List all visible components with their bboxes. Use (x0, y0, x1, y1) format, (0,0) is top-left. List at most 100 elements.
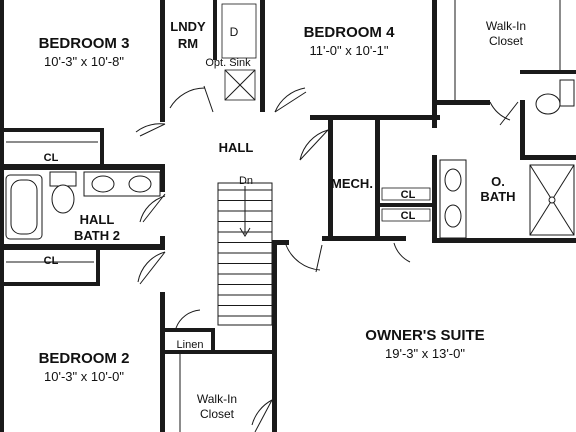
exterior-wall-left (0, 0, 4, 432)
doors (135, 85, 519, 432)
hallbath-label-1: HALL (80, 212, 115, 227)
door-leaf-walkin (254, 399, 273, 432)
walkin-bottom-label-1: Walk-In (197, 392, 237, 406)
hall-bath-toilet-tank (49, 171, 77, 187)
wall-cl2-bottom (0, 282, 100, 286)
door-swing-mech (299, 129, 329, 161)
wall-bath-north (0, 164, 165, 170)
staircase (217, 182, 273, 326)
wall-linen-bottom (165, 350, 277, 354)
wall-linen-east (211, 328, 215, 354)
bedroom2-dims: 10'-3" x 10'-0" (44, 369, 124, 384)
walkin-bottom-label-2: Closet (200, 407, 235, 421)
hall-bath-tub-inner (10, 179, 38, 235)
stair-outline (217, 182, 273, 326)
door-swing-obath (489, 101, 511, 121)
door-swing-bedroom2 (137, 251, 166, 283)
cl4-label: CL (401, 210, 416, 222)
wall-laundry-west (213, 0, 217, 60)
wall-cl-bottom (378, 236, 406, 241)
door-swing-bedroom3 (135, 123, 166, 133)
door-leaf-bedroom2 (139, 251, 166, 285)
hallbath-label-2: BATH 2 (74, 228, 120, 243)
obath-toilet-tank (559, 79, 575, 107)
bedroom4-dims: 11'-0" x 10'-1" (310, 43, 389, 58)
mech-name: MECH. (331, 176, 373, 191)
wall-obath-south (432, 238, 576, 243)
walkin-top-label-1: Walk-In (486, 19, 526, 33)
obath-sink-2 (444, 204, 462, 228)
obath-sink-1 (444, 168, 462, 192)
wall-stair-corner (277, 240, 289, 245)
door-leaf-obath (499, 101, 519, 126)
obath-toilet (535, 93, 561, 115)
wall-cl2-east (96, 250, 100, 286)
wall-mech-east (375, 120, 380, 240)
wall-cl-mid (378, 203, 436, 207)
door-leaf-laundry (203, 85, 214, 113)
bath-fixtures (5, 79, 575, 240)
owners-suite-name: OWNER'S SUITE (365, 327, 484, 344)
hall-bath-sink-1 (91, 175, 115, 193)
door-swing-owners (285, 244, 321, 271)
owners-suite-dims: 19'-3" x 13'-0" (385, 346, 465, 361)
sink-label: Opt. Sink (205, 57, 251, 69)
cl2-label: CL (44, 255, 59, 267)
door-leaf-owners (315, 244, 323, 273)
cl1-label: CL (44, 152, 59, 164)
laundry-dryer (221, 3, 257, 59)
cl3-label: CL (401, 189, 416, 201)
wall-mech-west (328, 115, 333, 240)
stairs-direction: Dn (239, 175, 253, 187)
wall-bath-east-b (160, 236, 165, 250)
door-swing-cl (393, 242, 411, 263)
shower-drain (548, 196, 556, 204)
bedroom4-name: BEDROOM 4 (304, 24, 396, 41)
hall-bath-toilet (51, 184, 75, 214)
door-leaf-hall-bath (142, 193, 166, 223)
wall-closet-south (520, 70, 576, 74)
door-leaf-bedroom4 (274, 91, 307, 113)
wall-cl1-east (100, 128, 104, 168)
sink-diag-2 (224, 69, 256, 101)
wall-bedroom4-east (432, 0, 437, 128)
wall-cl-east (432, 155, 437, 243)
labels: BEDROOM 3 10'-3" x 10'-8" LNDY RM D Opt.… (39, 19, 527, 421)
walkin-top-label-2: Closet (489, 34, 524, 48)
wall-stair-east (272, 240, 277, 432)
wall-obath-shower-top (520, 155, 576, 160)
linen-label: Linen (177, 339, 204, 351)
laundry-label-1: LNDY (170, 19, 206, 34)
closet-fixtures (6, 0, 561, 432)
door-leaf-mech (299, 129, 329, 161)
obath-label-2: BATH (480, 189, 515, 204)
wall-linen-top (165, 328, 215, 332)
wall-cl1-top (0, 128, 100, 132)
hall-name: HALL (219, 140, 254, 155)
obath-label-1: O. (491, 174, 505, 189)
stair-arrow-head (239, 227, 251, 237)
wall-bedroom4-south (310, 115, 440, 120)
door-swing-bedroom4 (274, 87, 306, 113)
bedroom2-name: BEDROOM 2 (39, 350, 130, 367)
door-leaf-bedroom3 (139, 123, 166, 137)
dryer-label: D (230, 25, 239, 39)
wall-laundry-east (260, 0, 265, 112)
laundry-label-2: RM (178, 36, 198, 51)
wall-bedroom3-east (160, 0, 165, 122)
bedroom3-dims: 10'-3" x 10'-8" (44, 54, 124, 69)
bedroom3-name: BEDROOM 3 (39, 35, 130, 52)
wall-mech-south (322, 236, 382, 241)
door-swing-walkin (251, 399, 273, 426)
door-swing-linen (175, 309, 201, 329)
wall-bedroom2-east (160, 292, 165, 432)
cl4-shelf (381, 208, 431, 222)
wall-obath-closet (520, 100, 525, 158)
wall-bath-east-a (160, 168, 165, 192)
door-swing-hall-bath (139, 195, 166, 223)
hall-bath-sink-2 (128, 175, 152, 193)
door-swing-laundry (169, 87, 206, 109)
wall-obath-north (432, 100, 490, 105)
